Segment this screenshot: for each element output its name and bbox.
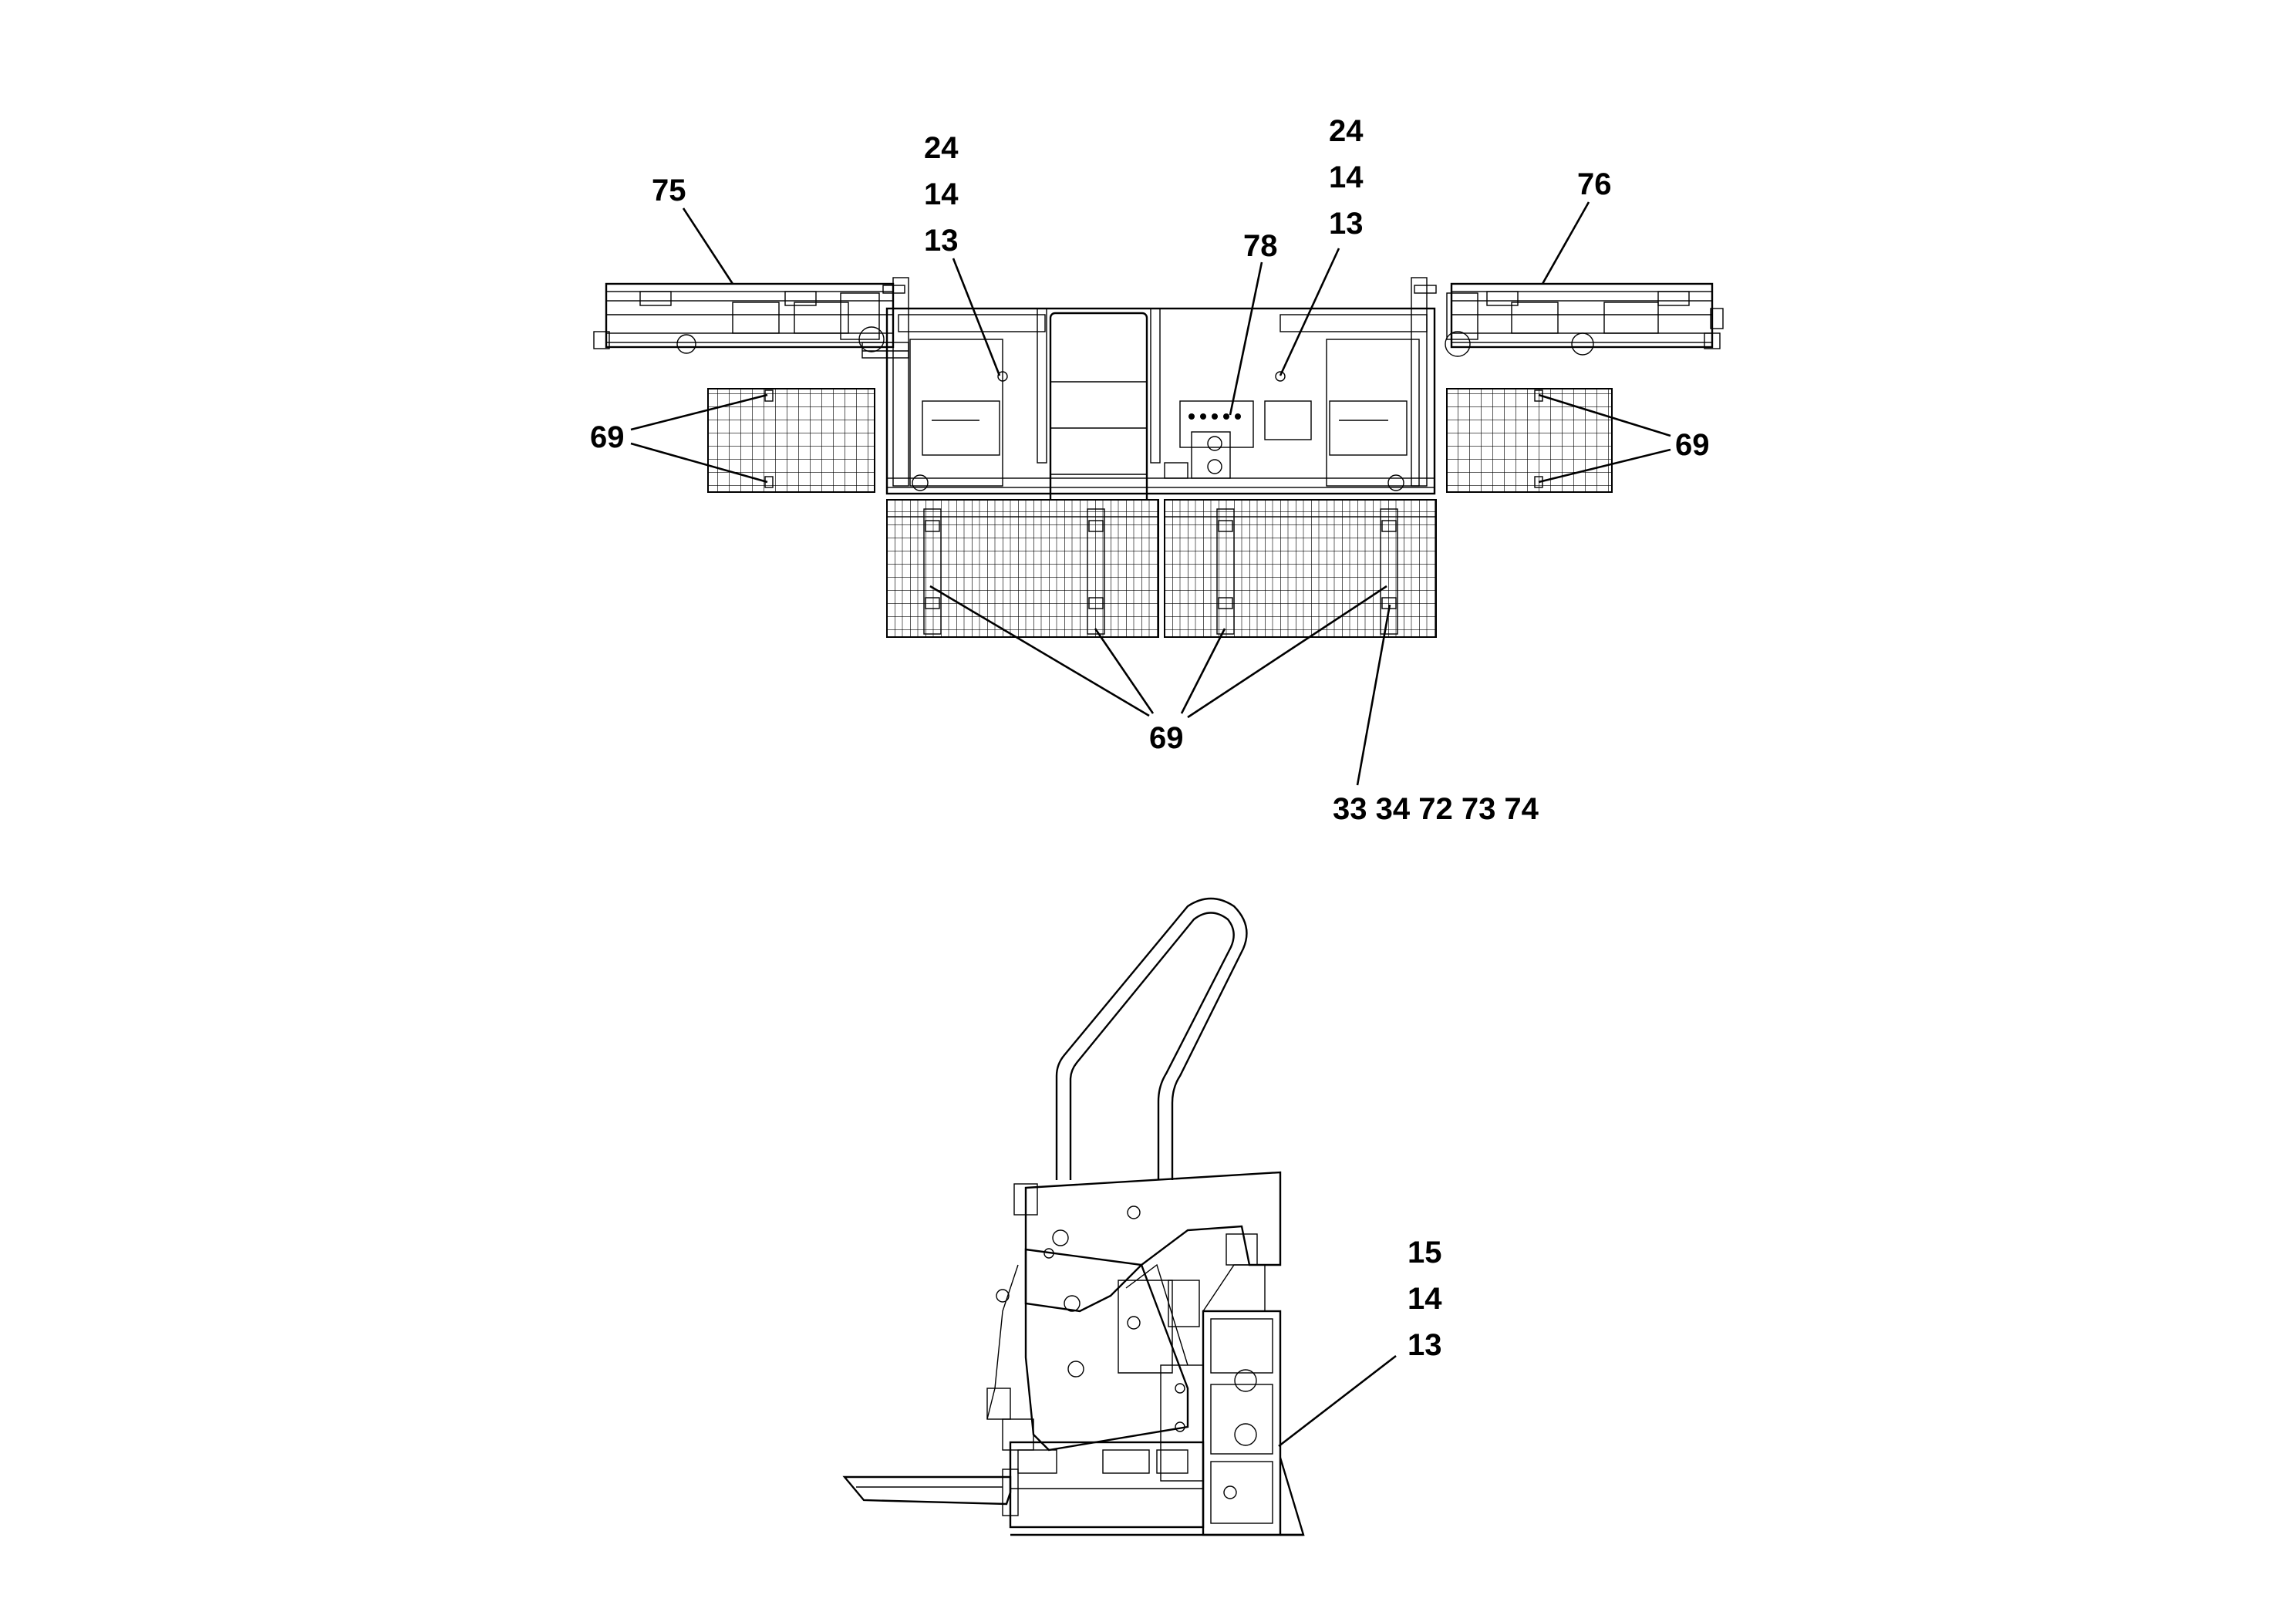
operator-seat [1037,308,1161,530]
callout-75: 75 [652,174,686,207]
callout-76: 76 [1577,167,1612,201]
front-walkway-left [886,499,1159,638]
left-extension-beam [593,282,909,359]
central-frame [882,277,1437,495]
right-side-grate [1446,388,1613,493]
callout-13-left: 13 [924,224,959,258]
side-view-assembly [842,897,1305,1536]
handrail [1055,897,1248,1180]
callout-24-left: 24 [924,131,959,165]
callout-13-right: 13 [1329,207,1364,241]
callout-69-left: 69 [590,420,625,454]
callout-78: 78 [1243,229,1278,263]
callout-24-right: 24 [1329,114,1364,148]
callout-15-side: 15 [1408,1236,1442,1270]
callout-33-34-72-73-74: 33 34 72 73 74 [1333,792,1539,826]
top-view-assembly [593,277,1724,638]
leader-lines [630,201,1671,1448]
callout-14-left: 14 [924,177,959,211]
callout-14-side: 14 [1408,1282,1442,1316]
right-extension-beam [1445,282,1724,357]
callout-69-right: 69 [1675,428,1710,462]
left-side-grate [707,388,875,493]
callout-13-side: 13 [1408,1328,1442,1362]
callout-69-bottom: 69 [1149,721,1184,755]
callout-14-right: 14 [1329,160,1364,194]
side-platform [842,1475,1012,1506]
valve-block [1164,400,1254,479]
callout-labels: 24 14 13 24 14 13 75 76 78 69 69 69 33 3… [590,114,1710,1362]
front-walkway-right [1164,499,1437,638]
